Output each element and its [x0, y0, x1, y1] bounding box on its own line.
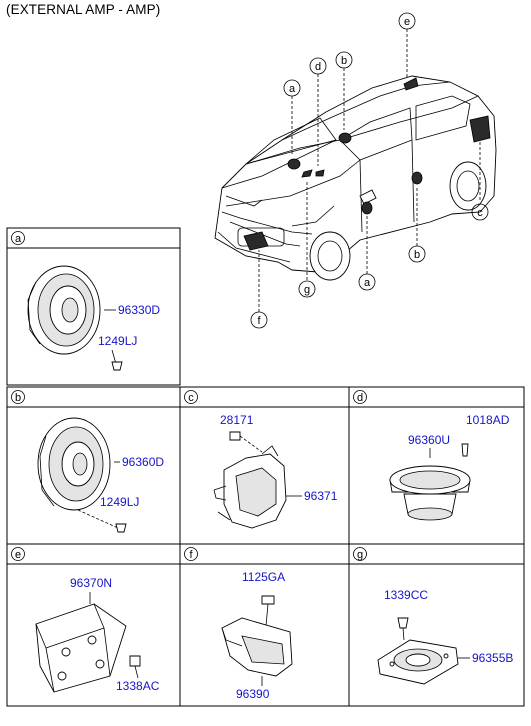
svg-text:a: a [289, 83, 296, 95]
panel-d: d 1018AD 96360U [348, 386, 525, 545]
panel-b-part-1249LJ: 1249LJ [100, 495, 139, 509]
panel-e-label: e [15, 549, 21, 561]
svg-text:b: b [414, 249, 420, 261]
panel-f-part-96390: 96390 [236, 687, 270, 701]
panel-e-part-96370N: 96370N [70, 576, 112, 590]
panel-b-part-96360D: 96360D [122, 455, 164, 469]
panel-b: b 96360D 1249LJ [6, 386, 181, 545]
panel-a-part-96330D: 96330D [118, 303, 160, 317]
panel-a-label: a [15, 233, 22, 245]
callout-leaders [258, 29, 481, 312]
svg-text:b: b [341, 55, 347, 67]
diagram-title: (EXTERNAL AMP - AMP) [6, 2, 161, 17]
overview-callout-f: f [250, 311, 268, 329]
panel-g-label: g [357, 549, 363, 561]
panel-d-part-1018AD: 1018AD [466, 413, 510, 427]
panel-g: g 1339CC 96355B [348, 543, 525, 707]
panel-d-label: d [357, 392, 363, 404]
panel-c: c 28171 96371 [179, 386, 350, 545]
overview-callout-a-side: a [358, 273, 376, 291]
panel-c-part-96371: 96371 [304, 489, 338, 503]
panel-c-label: c [188, 392, 194, 404]
overview-callouts: a b d e c b a g [250, 12, 489, 329]
svg-text:e: e [404, 16, 410, 28]
panel-g-part-1339CC: 1339CC [384, 588, 428, 602]
svg-text:g: g [304, 284, 310, 296]
panel-a: a 96330D 1249LJ [6, 227, 181, 386]
svg-text:f: f [257, 315, 261, 327]
panel-g-part-96355B: 96355B [472, 651, 513, 665]
panel-e: e 96370N 1338AC [6, 543, 181, 707]
svg-text:a: a [364, 277, 371, 289]
overview-callout-b-side: b [408, 245, 426, 263]
panel-e-part-1338AC: 1338AC [116, 679, 160, 693]
car-illustration [214, 75, 497, 281]
overview-callout-d: d [309, 57, 327, 75]
panel-b-label: b [15, 392, 21, 404]
overview-callout-e: e [398, 12, 416, 30]
overview-callout-a-top: a [283, 79, 301, 97]
panel-a-part-1249LJ: 1249LJ [98, 334, 137, 348]
panel-f-label: f [189, 549, 193, 561]
svg-text:c: c [477, 207, 483, 219]
overview-callout-g: g [298, 280, 316, 298]
panel-f: f 1125GA 96390 [179, 543, 350, 707]
svg-text:d: d [315, 61, 321, 73]
overview-callout-c: c [471, 203, 489, 221]
panel-c-part-28171: 28171 [220, 413, 254, 427]
overview-callout-b-top: b [335, 51, 353, 69]
panel-f-part-1125GA: 1125GA [242, 570, 285, 584]
panel-d-part-96360U: 96360U [408, 433, 450, 447]
